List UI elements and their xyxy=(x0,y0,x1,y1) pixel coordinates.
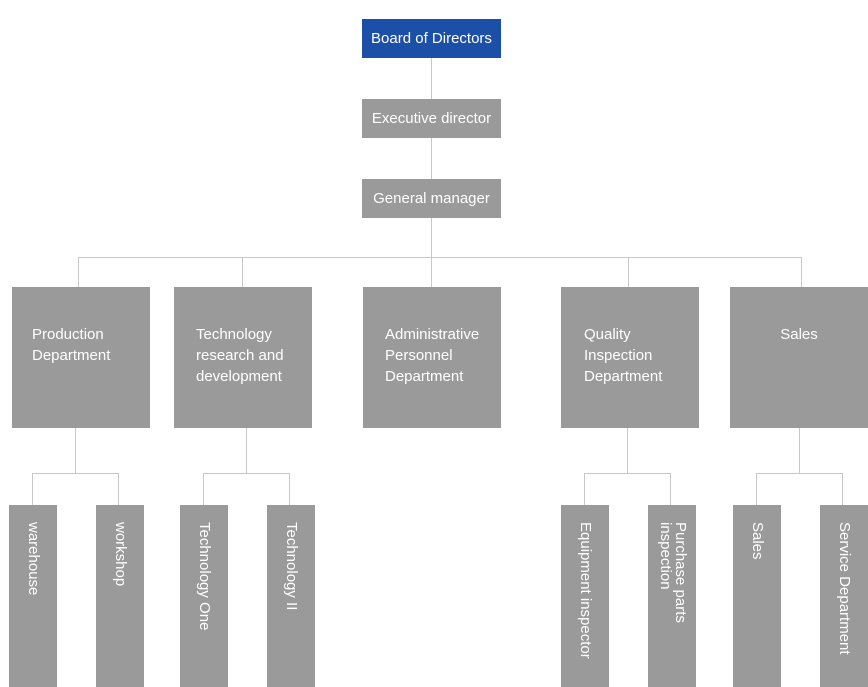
technology-department-box: Technology research and development xyxy=(174,287,312,428)
unit-purchase-parts-inspection-box: Purchase parts inspection xyxy=(648,505,696,687)
sales-department-box: Sales xyxy=(730,287,868,428)
quality-department-box: Quality Inspection Department xyxy=(561,287,699,428)
unit-sales-label: Sales xyxy=(749,522,766,560)
unit-equipment-inspector-label: Equipment inspector xyxy=(577,522,594,659)
administrative-department-line-1: Administrative xyxy=(385,326,480,343)
unit-workshop-label: workshop xyxy=(112,522,129,587)
unit-service-department-box: Service Department xyxy=(820,505,868,687)
quality-department-line-2: Inspection xyxy=(584,347,653,364)
executive-director-box: Executive director xyxy=(362,99,501,138)
unit-technology-ii-box: Technology II xyxy=(267,505,315,687)
board-of-directors-label: Board of Directors xyxy=(371,30,492,47)
unit-warehouse-box: warehouse xyxy=(9,505,57,687)
technology-department-line-1: Technology xyxy=(196,326,272,343)
production-department-box: Production Department xyxy=(12,287,150,428)
production-department-line-1: Production xyxy=(32,326,104,343)
administrative-department-line-2: Personnel xyxy=(385,347,453,364)
general-manager-box: General manager xyxy=(362,179,501,218)
unit-warehouse-label: warehouse xyxy=(25,522,42,596)
quality-department-line-3: Department xyxy=(584,368,663,385)
unit-purchase-parts-inspection-label: Purchase parts inspection xyxy=(657,522,689,623)
unit-technology-one-label: Technology One xyxy=(196,522,213,631)
unit-technology-ii-label: Technology II xyxy=(283,522,300,611)
administrative-department-box: Administrative Personnel Department xyxy=(363,287,501,428)
sales-department-line-1: Sales xyxy=(780,326,818,343)
unit-workshop-box: workshop xyxy=(96,505,144,687)
unit-equipment-inspector-box: Equipment inspector xyxy=(561,505,609,687)
executive-director-label: Executive director xyxy=(371,110,492,127)
unit-service-department-label: Service Department xyxy=(836,522,853,655)
production-department-line-2: Department xyxy=(32,347,111,364)
quality-department-line-1: Quality xyxy=(584,326,631,343)
unit-technology-one-box: Technology One xyxy=(180,505,228,687)
technology-department-line-3: development xyxy=(196,368,282,385)
general-manager-label: General manager xyxy=(373,190,490,207)
administrative-department-line-3: Department xyxy=(385,368,464,385)
board-of-directors-box: Board of Directors xyxy=(362,19,501,58)
unit-sales-box: Sales xyxy=(733,505,781,687)
technology-department-line-2: research and xyxy=(196,347,284,364)
